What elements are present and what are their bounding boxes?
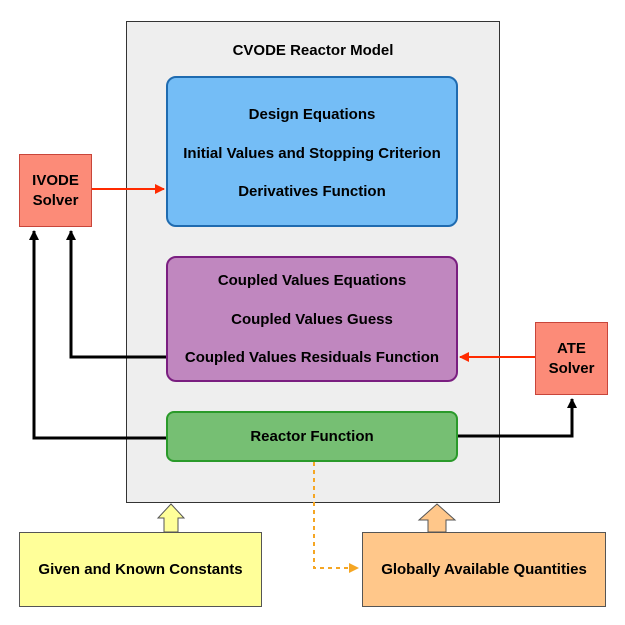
initial-values-label: Initial Values and Stopping Criterion [183,145,441,162]
reactor-function-box: Reactor Function [166,411,458,462]
ate-solver-label: Solver [548,359,595,377]
ate-label: ATE [557,339,586,357]
ate-solver-box: ATE Solver [535,322,608,395]
globally-available-quantities-label: Globally Available Quantities [381,561,587,578]
ivode-label: IVODE [32,171,79,189]
given-to-model-block-arrow [156,503,186,533]
global-to-model-block-arrow [417,503,457,533]
design-equations-box: Design Equations Initial Values and Stop… [166,76,458,227]
ivode-solver-box: IVODE Solver [19,154,92,227]
ivode-solver-label: Solver [32,191,79,209]
given-known-constants-box: Given and Known Constants [19,532,262,607]
design-equations-label: Design Equations [248,106,376,123]
reactor-to-ivode-arrow [29,230,166,440]
reactor-to-ate-arrow [458,398,577,438]
cvode-reactor-model-title: CVODE Reactor Model [232,42,394,59]
globally-available-quantities-box: Globally Available Quantities [362,532,606,607]
reactor-function-label: Reactor Function [250,428,374,445]
derivatives-function-label: Derivatives Function [238,183,386,200]
coupled-values-box: Coupled Values Equations Coupled Values … [166,256,458,382]
coupled-values-equations-label: Coupled Values Equations [217,272,407,289]
coupled-to-ivode-arrow [66,230,166,359]
coupled-values-guess-label: Coupled Values Guess [231,311,393,328]
given-known-constants-label: Given and Known Constants [38,561,243,578]
coupled-values-residuals-label: Coupled Values Residuals Function [184,349,440,366]
reactor-to-global-dotted-arrow [313,462,359,573]
